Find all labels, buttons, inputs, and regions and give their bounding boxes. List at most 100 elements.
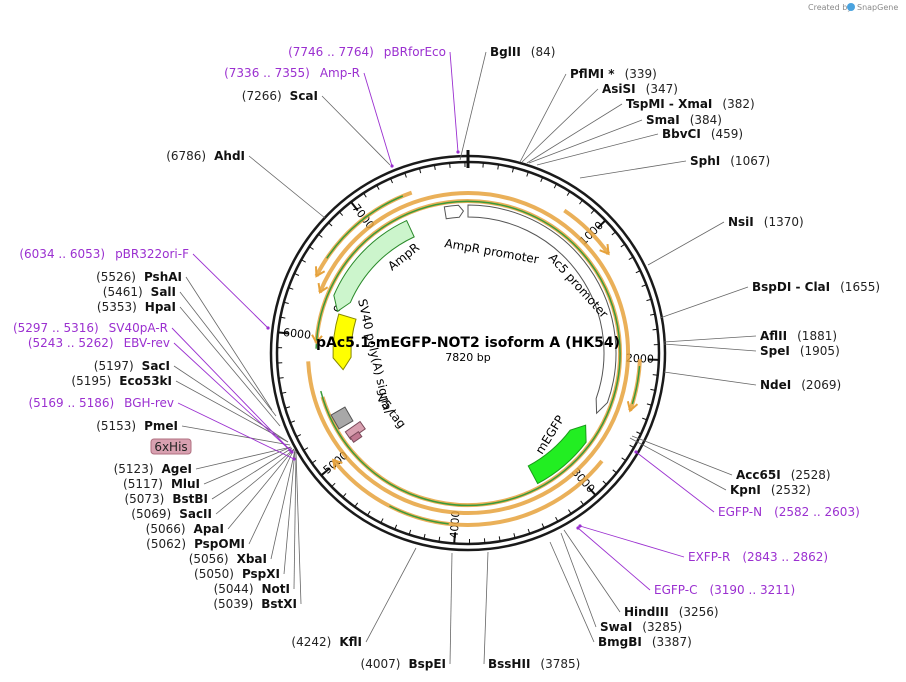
tick-mark — [629, 444, 635, 449]
site-bstbi[interactable]: BstBI(5073) — [124, 447, 293, 506]
site-ndei[interactable]: NdeI(2069) — [663, 371, 841, 392]
primer-ebv-rev[interactable]: EBV-rev(5243 .. 5262) — [28, 336, 294, 454]
site-pspomi[interactable]: PspOMI(5062) — [146, 448, 295, 551]
tick-mark — [354, 502, 359, 508]
site-leader-line — [270, 449, 296, 560]
site-bspdi-clai[interactable]: BspDI - ClaI(1655) — [659, 280, 880, 319]
tick-mark — [511, 167, 515, 173]
tick-mark — [331, 482, 336, 488]
site-bbvci[interactable]: BbvCI(459) — [536, 127, 743, 166]
primer-marker — [634, 450, 638, 454]
site-leader-line — [663, 371, 757, 386]
primer-bgh-rev[interactable]: BGH-rev(5169 .. 5186) — [28, 396, 296, 461]
site-name: HpaI — [145, 300, 176, 314]
primer-egfp-n[interactable]: EGFP-N(2582 .. 2603) — [634, 450, 860, 519]
tick-mark — [394, 524, 398, 530]
site-sali[interactable]: SalI(5461) — [103, 285, 277, 417]
site-position: (1067) — [730, 154, 770, 168]
primer-name: pBR322ori-F — [115, 247, 189, 261]
primer-leader-line — [363, 72, 393, 167]
site-bspei[interactable]: BspEI(4007) — [361, 552, 453, 671]
site-pshai[interactable]: PshAI(5526) — [96, 270, 273, 411]
site-asisi[interactable]: AsiSI(347) — [521, 82, 678, 163]
site-saci[interactable]: SacI(5197) — [94, 359, 289, 443]
site-position: (84) — [531, 45, 556, 59]
site-kpni[interactable]: KpnI(2532) — [629, 437, 811, 497]
site-sacii[interactable]: SacII(5069) — [131, 448, 295, 521]
primer-leader-line — [171, 327, 291, 451]
snapgene-logo-icon — [847, 3, 855, 11]
tick-mark — [367, 510, 371, 516]
site-leader-line — [321, 95, 391, 166]
site-pspxi[interactable]: PspXI(5050) — [194, 449, 296, 581]
primer-leader-line — [192, 253, 269, 329]
site-bsshii[interactable]: BssHII(3785) — [483, 551, 580, 671]
primer-name: SV40pA-R — [109, 321, 168, 335]
site-leader-line — [248, 448, 295, 545]
primer-leader-line — [579, 525, 685, 558]
site-bmgbi[interactable]: BmgBI(3387) — [549, 541, 692, 649]
site-mlui[interactable]: MluI (5117) — [123, 446, 292, 491]
site-agei[interactable]: AgeI(5123) — [114, 446, 292, 476]
site-name: BglII — [490, 45, 521, 59]
site-position: (3387) — [652, 635, 692, 649]
site-ahdi[interactable]: AhdI(6786) — [166, 149, 326, 219]
site-eco53ki[interactable]: Eco53kI(5195) — [71, 374, 289, 443]
site-pmei[interactable]: PmeI(5153) — [96, 419, 291, 446]
primer-range: (6034 .. 6053) — [19, 247, 105, 261]
site-leader-line — [659, 286, 749, 319]
site-leader-line — [579, 160, 687, 179]
primer-egfp-c[interactable]: EGFP-C(3190 .. 3211) — [576, 526, 795, 597]
site-smai[interactable]: SmaI(384) — [528, 113, 722, 164]
site-hpai[interactable]: HpaI(5353) — [97, 300, 281, 427]
primer-sv40pa-r[interactable]: SV40pA-R(5297 .. 5316) — [13, 321, 292, 452]
site-bstxi[interactable]: BstXI(5039) — [213, 451, 302, 611]
tick-mark — [641, 284, 647, 287]
primer-pbrforeco[interactable]: pBRforEco(7746 .. 7764) — [288, 45, 460, 154]
orf-arrowhead — [314, 266, 326, 278]
his-tag-feature — [349, 430, 363, 444]
primer-exfp-r[interactable]: EXFP-R(2843 .. 2862) — [578, 524, 828, 564]
site-name: NsiI — [728, 215, 754, 229]
site-name: PshAI — [144, 270, 182, 284]
primer-pbr322ori-f[interactable]: pBR322ori-F (6034 .. 6053) — [19, 247, 270, 330]
tick-mark — [568, 509, 572, 515]
orf-arc — [306, 191, 630, 516]
site-spei[interactable]: SpeI(1905) — [663, 343, 840, 358]
site-apai[interactable]: ApaI(5066) — [146, 448, 295, 536]
site-leader-line — [528, 119, 643, 164]
site-kfli[interactable]: KflI(4242) — [291, 547, 417, 649]
site-scai[interactable]: ScaI(7266) — [242, 89, 391, 166]
site-aflii[interactable]: AflII(1881) — [663, 329, 837, 343]
site-swai[interactable]: SwaI(3285) — [560, 532, 682, 634]
site-leader-line — [629, 437, 727, 491]
site-hindiii[interactable]: HindIII(3256) — [563, 529, 719, 619]
site-tspmi-xmai[interactable]: TspMI - XmaI(382) — [526, 97, 755, 164]
site-xbai[interactable]: XbaI(5056) — [189, 449, 296, 566]
tick-mark — [590, 209, 595, 214]
site-position: (5461) — [103, 285, 143, 299]
site-name: BbvCI — [662, 127, 701, 141]
site-leader-line — [560, 532, 597, 628]
site-leader-line — [536, 133, 659, 166]
site-bglii[interactable]: BglII (84) — [459, 45, 556, 161]
site-nsii[interactable]: NsiI(1370) — [647, 215, 804, 266]
site-pflmi[interactable]: PflMI *(339) — [519, 67, 657, 163]
site-leader-line — [179, 291, 277, 417]
primer-amp-r[interactable]: Amp-R(7336 .. 7355) — [224, 66, 394, 168]
site-sphi[interactable]: SphI(1067) — [579, 154, 770, 179]
orf-arc — [563, 208, 611, 255]
orf-inner-arc — [389, 505, 449, 525]
site-noti[interactable]: NotI(5044) — [214, 450, 297, 596]
site-name: MluI — [171, 477, 200, 491]
site-position: (6786) — [166, 149, 206, 163]
site-position: (5117) — [123, 477, 163, 491]
primer-name: EXFP-R — [688, 550, 730, 564]
site-leader-line — [211, 447, 293, 500]
site-leader-line — [215, 448, 295, 515]
site-acc65i[interactable]: Acc65I(2528) — [631, 435, 831, 482]
tick-mark — [423, 533, 426, 539]
primer-marker — [576, 526, 580, 530]
primer-range: (5169 .. 5186) — [28, 396, 114, 410]
